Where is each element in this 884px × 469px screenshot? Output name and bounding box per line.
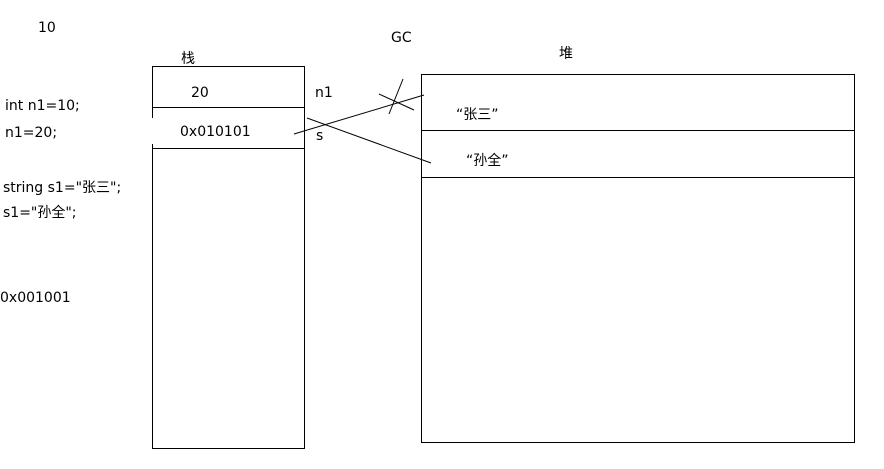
code-line-4: s1="孙全"; [3, 205, 77, 221]
heap-box [421, 74, 855, 443]
heap-entry-1: “张三” [456, 107, 499, 123]
heap-entry-2: “孙全” [466, 153, 509, 169]
code-line-5: 0x001001 [0, 290, 71, 306]
pointer-s-to-zhangsan [293, 94, 425, 135]
code-line-1: int n1=10; [5, 98, 80, 114]
var-label-s: s [316, 128, 324, 144]
stack-box [152, 66, 305, 449]
stack-cell-address: 0x010101 [180, 124, 251, 140]
heap-title: 堆 [559, 46, 573, 62]
stack-cell-value: 20 [191, 85, 209, 101]
var-label-n1: n1 [315, 85, 333, 101]
pointer-to-sunquan [306, 117, 432, 164]
cross-mark-icon [378, 78, 415, 115]
gc-label: GC [391, 30, 412, 46]
top-number: 10 [38, 20, 56, 36]
code-line-3: string s1="张三"; [3, 180, 122, 196]
stack-title: 栈 [181, 51, 195, 67]
code-line-2: n1=20; [5, 125, 58, 141]
pointer-lines [293, 94, 432, 164]
